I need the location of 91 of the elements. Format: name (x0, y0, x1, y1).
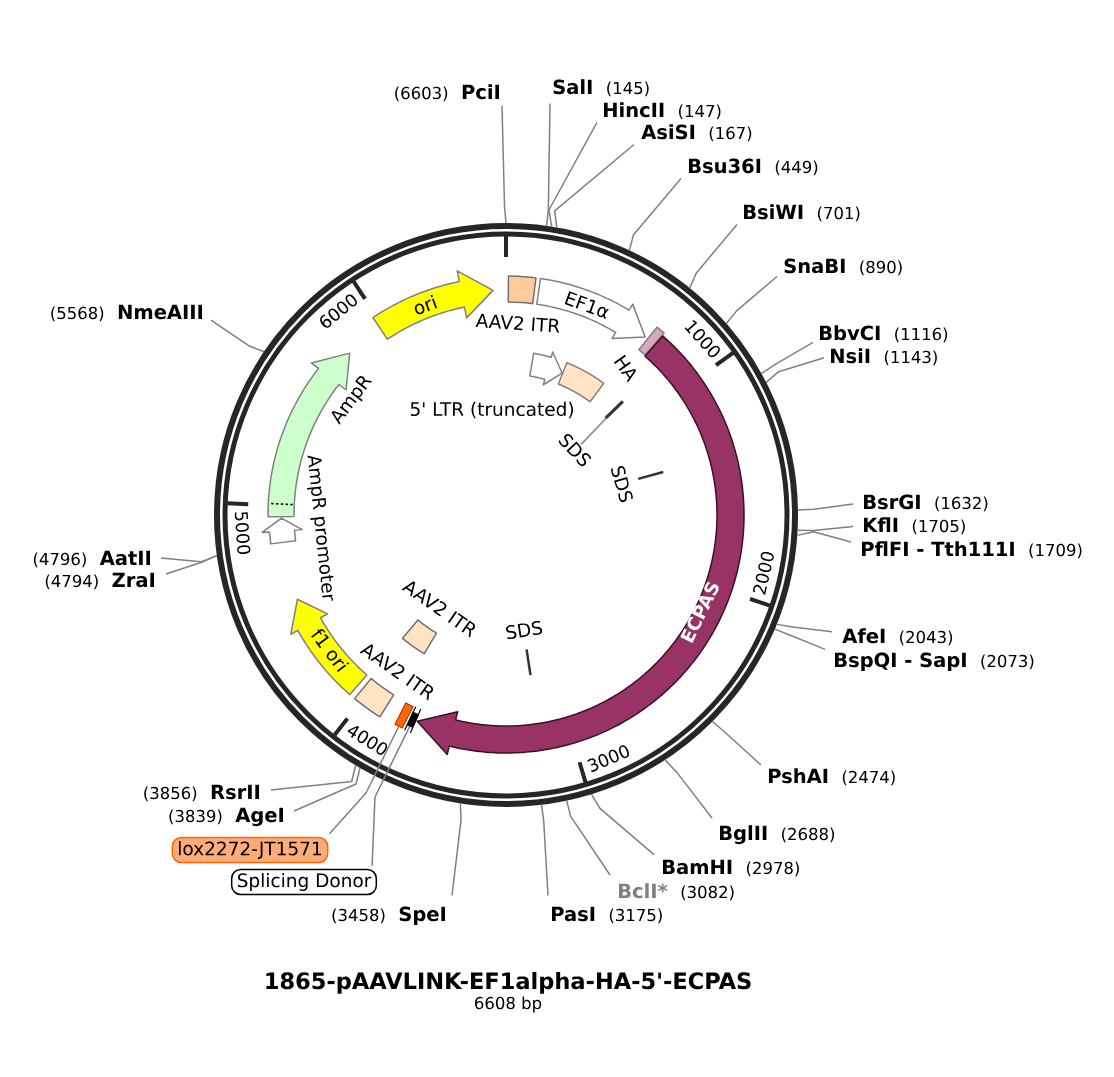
site-position: (6603) (395, 86, 448, 102)
site-position: (3458) (332, 908, 385, 924)
enzyme-name: ZraI (112, 572, 154, 588)
enzyme-name: BbvCI (820, 325, 880, 341)
site-position: (4794) (45, 574, 98, 590)
enzyme-name: SpeI (399, 906, 445, 926)
feature-mark: SDS (611, 466, 664, 503)
leader-line (796, 530, 852, 543)
leader-line (796, 525, 854, 532)
site-position: (147) (678, 104, 721, 120)
leader-line (689, 223, 738, 289)
enzyme-name: KflI (864, 517, 898, 532)
leader-line (553, 143, 635, 229)
site-position: (2073) (981, 654, 1034, 670)
enzyme-name: BamHI (663, 859, 732, 875)
leader-line (160, 554, 218, 563)
site-position: (1632) (935, 496, 988, 512)
site-position: (2474) (842, 770, 895, 786)
site-position: (145) (607, 81, 649, 97)
site-position: (2688) (782, 827, 835, 843)
leader-line (501, 104, 507, 224)
label-box: Splicing Donor (230, 868, 378, 896)
site-position: (4796) (33, 552, 86, 568)
leader-line (545, 102, 551, 227)
leader-line (765, 356, 825, 384)
site-position: (1705) (912, 519, 965, 535)
tick-label: 5000 (234, 512, 251, 555)
enzyme-name: AgeI (235, 807, 283, 827)
site-position: (3856) (144, 786, 197, 802)
site-position: (1116) (895, 327, 948, 343)
leader-line (774, 628, 826, 651)
feature-box (394, 702, 414, 729)
label-box: lox2272-JT1571 (171, 836, 329, 864)
leader-line (210, 319, 265, 353)
tick-label: 4000 (347, 725, 388, 755)
leader-line (270, 764, 357, 791)
enzyme-name: PciI (462, 84, 499, 100)
enzyme-name: Bsu36I (689, 158, 761, 174)
site-position: (2978) (746, 861, 799, 877)
leader-line (725, 275, 778, 325)
site-position: (5568) (51, 306, 104, 322)
enzyme-name: AfeI (842, 628, 885, 644)
leader-line (664, 759, 713, 819)
site-position: (701) (817, 206, 860, 222)
site-position: (1709) (1029, 543, 1082, 559)
feature-bar (604, 400, 624, 420)
leader-line (776, 623, 833, 633)
leader-line (565, 799, 611, 876)
site-position: (3175) (609, 908, 662, 924)
enzyme-name: AsiSI (641, 124, 695, 140)
leader-line (797, 503, 854, 511)
feature-band (529, 351, 563, 386)
site-position: (3082) (681, 885, 734, 901)
leader-line (760, 341, 814, 375)
feature-mark: SDS (506, 620, 543, 676)
enzyme-name: PflFI - Tth111I (862, 541, 1014, 556)
leader-line (548, 121, 598, 228)
enzyme-name: BsrGI (864, 494, 920, 510)
leader-line (711, 720, 762, 766)
leader-line (371, 725, 411, 867)
leader-line (328, 726, 400, 835)
node-label: AmpR promoter (307, 455, 334, 601)
leader-line (540, 804, 549, 897)
enzyme-name: AatII (99, 550, 150, 566)
enzyme-name: SnaBI (784, 258, 845, 274)
enzyme-name: RsrII (211, 784, 259, 800)
leader-line (580, 417, 607, 446)
feature-band: AmpR promoter (261, 455, 334, 601)
site-position: (449) (775, 160, 818, 176)
leader-line (293, 767, 361, 812)
site-position: (2043) (900, 630, 953, 646)
enzyme-name: NsiI (831, 348, 870, 364)
enzyme-name: SalI (553, 79, 592, 95)
leader-line (590, 793, 655, 856)
site-position: (3839) (169, 809, 222, 825)
site-position: (1143) (884, 350, 937, 366)
enzyme-name: HincII (604, 102, 664, 118)
enzyme-name: PasI (552, 906, 595, 922)
enzyme-name: BspQI - SapI (835, 652, 966, 672)
enzyme-name: BclI* (619, 883, 668, 899)
enzyme-name: NmeAIII (118, 304, 202, 320)
leader-line (451, 802, 462, 897)
map-title: 1865-pAAVLINK-EF1alpha-HA-5'-ECPAS (266, 971, 751, 994)
enzyme-name: BsiWI (744, 204, 803, 220)
enzyme-name: BglII (720, 825, 767, 845)
enzyme-name: PshAI (769, 768, 828, 784)
sequence-length: 6608 bp (475, 996, 542, 1013)
node-label: HA (613, 354, 637, 383)
site-position: (167) (709, 126, 752, 142)
leader-line (628, 177, 682, 252)
site-position: (890) (860, 260, 902, 276)
